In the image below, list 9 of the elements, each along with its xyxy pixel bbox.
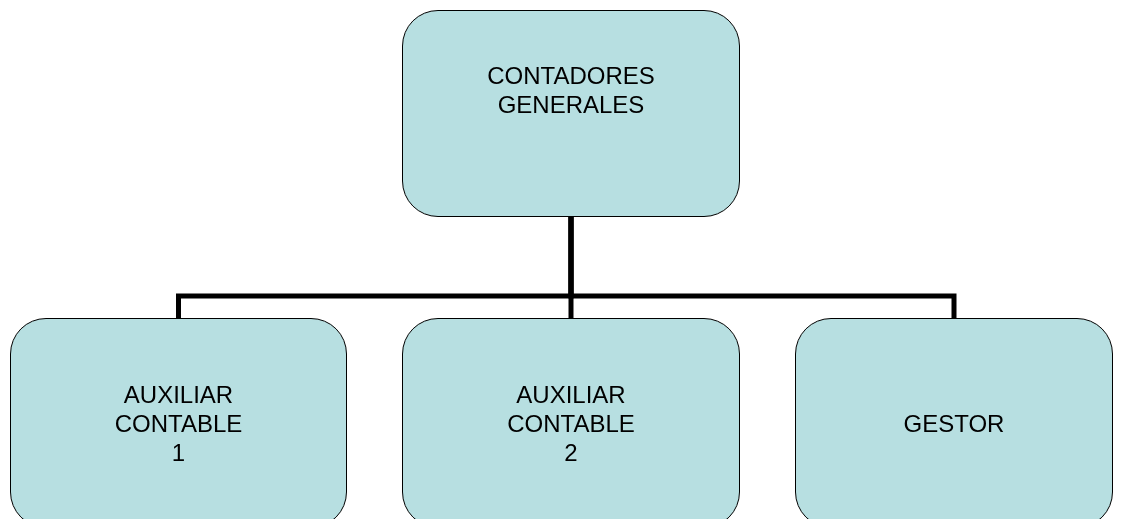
connector-line — [568, 217, 957, 318]
org-box — [402, 10, 740, 217]
org-box — [402, 318, 740, 519]
org-box — [795, 318, 1113, 519]
box-label: AUXILIAR CONTABLE 1 — [113, 379, 244, 467]
box-label: CONTADORES GENERALES — [486, 61, 656, 119]
box-label: GESTOR — [903, 408, 1005, 438]
box-label: AUXILIAR CONTABLE 2 — [506, 379, 636, 467]
org-box — [10, 318, 347, 519]
